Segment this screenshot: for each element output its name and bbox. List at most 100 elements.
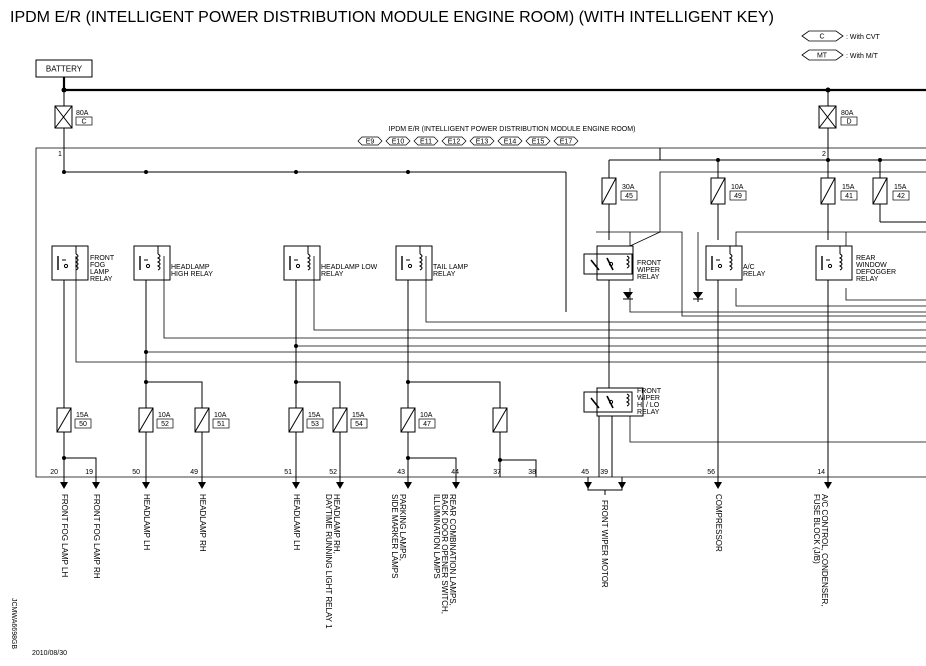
terminal-50: 50: [132, 469, 140, 476]
main-fuse-1-code: C: [81, 119, 86, 126]
terminal-49: 49: [190, 469, 198, 476]
output-compressor: COMPRESSOR: [714, 494, 723, 552]
lower-fuse-rating: 15A: [76, 412, 89, 419]
output-arrow: [336, 477, 344, 489]
output-parking-lamps: PARKING LAMPS, SIDE MARKER LAMPS: [390, 494, 407, 578]
module-terminal-2: 2: [822, 151, 826, 158]
lower-fuse-num: 51: [217, 421, 225, 428]
terminal-38: 38: [528, 469, 536, 476]
module-title: IPDM E/R (INTELLIGENT POWER DISTRIBUTION…: [389, 126, 636, 133]
lower-fuse-rating: 10A: [214, 412, 227, 419]
terminal-37: 37: [493, 469, 501, 476]
ac-relay-label: A/C RELAY: [743, 264, 766, 278]
connector-e10: E10: [392, 139, 405, 146]
terminal-14: 14: [817, 469, 825, 476]
output-arrow: [198, 477, 206, 489]
terminal-51: 51: [284, 469, 292, 476]
rear-window-defogger-relay-label: REAR WINDOW DEFOGGER RELAY: [856, 255, 898, 283]
front-fog-lamp-relay: [51, 245, 89, 281]
output-ac-control: A/C CONTROL, CONDENSER, FUSE BLOCK (J/B): [812, 494, 829, 609]
output-arrow: [824, 477, 832, 489]
fuse-42-num: 42: [897, 193, 905, 200]
legend-cvt-text: : With CVT: [846, 34, 881, 41]
main-fuse-1: 80A C: [54, 105, 93, 129]
terminal-52: 52: [329, 469, 337, 476]
output-front-wiper-motor: FRONT WIPER MOTOR: [600, 500, 609, 588]
output-headlamp-rh-high: HEADLAMP RH: [198, 494, 207, 552]
fuse-49-num: 49: [734, 193, 742, 200]
main-fuse-1-rating: 80A: [76, 110, 89, 117]
fuse-41: 15A 41: [820, 160, 858, 240]
front-fog-lamp-relay-label: FRONT FOG LAMP RELAY: [90, 255, 116, 283]
diode-1: [623, 292, 633, 300]
fuse-42-rating: 15A: [894, 184, 907, 191]
module-terminal-1: 1: [58, 151, 62, 158]
front-wiper-relay: [583, 245, 634, 281]
connector-list: E9 E10 E11 E12 E13 E14 E15 E17: [357, 136, 579, 146]
output-arrow: [292, 477, 300, 489]
lower-fuse-num: 52: [161, 421, 169, 428]
output-arrow: [714, 477, 722, 489]
terminal-19: 19: [85, 469, 93, 476]
legend-mt-tag: [801, 49, 844, 61]
lower-fuse-rating: 10A: [420, 412, 433, 419]
legend-cvt-tag: [801, 30, 844, 42]
ac-relay: [705, 245, 743, 281]
lower-fuse-rating: 15A: [308, 412, 321, 419]
main-fuse-2-code: D: [846, 119, 851, 126]
battery-label: BATTERY: [46, 65, 83, 74]
tail-lamp-relay: [395, 245, 433, 281]
relays: [51, 245, 853, 417]
output-arrow: [92, 477, 100, 489]
output-front-fog-lamp-lh: FRONT FOG LAMP LH: [60, 494, 69, 577]
output-arrow: [60, 477, 68, 489]
lower-fuse-num: 50: [79, 421, 87, 428]
legend-cvt-code: C: [819, 34, 824, 41]
output-arrow: [452, 477, 460, 489]
ipdm-module-outline: [35, 147, 926, 478]
output-headlamp-rh-drl: HEADLAMP RH, DAYTIME RUNNING LIGHT RELAY…: [324, 494, 341, 629]
front-wiper-relay-label: FRONT WIPER RELAY: [637, 260, 663, 281]
output-headlamp-lh-high: HEADLAMP LH: [142, 494, 151, 551]
lower-fuse-rating: 15A: [352, 412, 365, 419]
terminal-39: 39: [600, 469, 608, 476]
legend-mt-text: : With M/T: [846, 53, 879, 60]
lower-fuse-num: 54: [355, 421, 363, 428]
diagram-title: IPDM E/R (INTELLIGENT POWER DISTRIBUTION…: [10, 9, 774, 26]
headlamp-low-relay: [283, 245, 321, 281]
fuse-45: 30A 45: [601, 160, 638, 240]
lower-fuse-num: 53: [311, 421, 319, 428]
lower-fuse-num: 47: [423, 421, 431, 428]
terminal-56: 56: [707, 469, 715, 476]
diagram-date: 2010/08/30: [32, 650, 67, 657]
control-lines: [75, 171, 926, 443]
legend-mt-code: MT: [817, 53, 828, 60]
terminal-44: 44: [451, 469, 459, 476]
connector-e15: E15: [532, 139, 545, 146]
fuse-42: 15A 42: [872, 160, 926, 223]
terminal-numbers: 20 19 50 49 51 52 43 44 37 38 45 39 56 1…: [50, 469, 825, 476]
output-headlamp-lh-low: HEADLAMP LH: [292, 494, 301, 551]
relay-labels: FRONT FOG LAMP RELAY HEADLAMP HIGH RELAY…: [90, 255, 898, 416]
main-fuse-2-rating: 80A: [841, 110, 854, 117]
fuse-49: 10A 49: [710, 160, 747, 240]
main-fuse-2: 80A D: [818, 105, 858, 129]
headlamp-low-relay-label: HEADLAMP LOW RELAY: [321, 264, 379, 278]
output-arrow: [142, 477, 150, 489]
terminal-45: 45: [581, 469, 589, 476]
front-wiper-hi-lo-relay: [583, 387, 644, 417]
connector-e12: E12: [448, 139, 461, 146]
connector-e14: E14: [504, 139, 517, 146]
connector-e9: E9: [366, 139, 375, 146]
output-labels: FRONT FOG LAMP LH FRONT FOG LAMP RH HEAD…: [60, 494, 829, 629]
output-arrow: [404, 477, 412, 489]
fuse-45-rating: 30A: [622, 184, 635, 191]
fuse-41-num: 41: [845, 193, 853, 200]
front-wiper-hi-lo-relay-label: FRONT WIPER HI / LO RELAY: [637, 388, 663, 416]
connector-e13: E13: [476, 139, 489, 146]
